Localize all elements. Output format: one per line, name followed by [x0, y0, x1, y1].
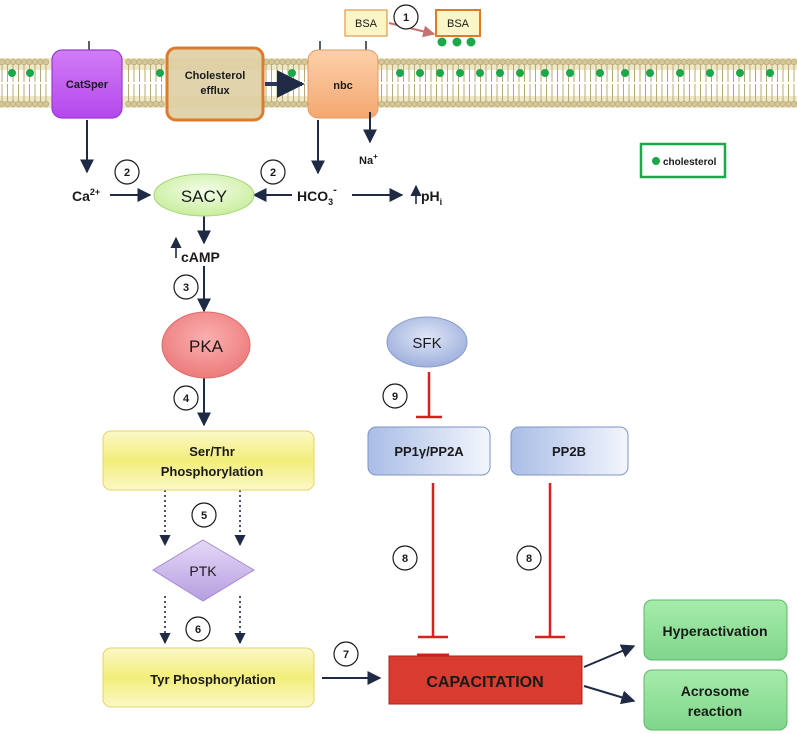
cholesterol-dot — [736, 69, 744, 77]
svg-text:9: 9 — [392, 391, 398, 403]
step-3-badge: 3 — [173, 274, 199, 300]
step-2-badge: 2 — [260, 159, 286, 185]
pka-label: PKA — [189, 337, 224, 356]
ptk-label: PTK — [189, 563, 217, 579]
step-6-badge: 6 — [185, 616, 211, 642]
cholesterol-dot — [596, 69, 604, 77]
capacitation-label: CAPACITATION — [426, 674, 543, 691]
cholesterol-dot — [496, 69, 504, 77]
bsa-left-label: BSA — [355, 18, 378, 30]
cholesterol-dot — [706, 69, 714, 77]
hyperactivation-box: Hyperactivation — [643, 599, 788, 661]
pp2b-label: PP2B — [552, 444, 586, 459]
cholesterol-dot — [436, 69, 444, 77]
svg-text:3: 3 — [183, 282, 189, 294]
pp1-label: PP1γ/PP2A — [394, 444, 464, 459]
catsper-label: CatSper — [66, 79, 109, 91]
sfk-node: SFK — [386, 316, 468, 368]
svg-text:1: 1 — [403, 12, 409, 24]
svg-text:5: 5 — [201, 510, 207, 522]
ser-thr-line2: Phosphorylation — [161, 464, 264, 479]
bsa-left-box: BSA — [344, 9, 388, 37]
step-8-badge: 8 — [392, 545, 418, 571]
tyr-label: Tyr Phosphorylation — [150, 672, 275, 687]
bsa-cholesterol-dots — [437, 37, 476, 47]
svg-text:8: 8 — [402, 553, 408, 565]
step-4-badge: 4 — [173, 385, 199, 411]
cholesterol-efflux-line1: Cholesterol — [185, 70, 246, 82]
cholesterol-dot — [621, 69, 629, 77]
ser-thr-phosphorylation-box: Ser/Thr Phosphorylation — [102, 430, 315, 491]
inhibition-lines — [416, 372, 565, 639]
sfk-label: SFK — [412, 335, 441, 352]
cholesterol-dot-icon — [652, 157, 660, 165]
step-8-badge: 8 — [516, 545, 542, 571]
sacy-node: SACY — [153, 173, 255, 217]
sacy-label: SACY — [181, 187, 227, 206]
svg-text:6: 6 — [195, 624, 201, 636]
cholesterol-dot — [646, 69, 654, 77]
nbc-transporter: nbc — [307, 49, 379, 119]
cholesterol-dot — [416, 69, 424, 77]
sodium-label: Na+ — [359, 152, 378, 167]
cholesterol-dot — [516, 69, 524, 77]
step-badges: 2 2 3 4 5 6 7 8 8 9 — [114, 159, 542, 667]
cholesterol-dot — [456, 69, 464, 77]
ph-label: pHi — [421, 188, 442, 207]
acrosome-reaction-box: Acrosome reaction — [643, 669, 788, 731]
cholesterol-dot — [156, 69, 164, 77]
cholesterol-dot — [26, 69, 34, 77]
acrosome-line2: reaction — [688, 703, 742, 719]
camp-label: cAMP — [181, 249, 220, 265]
svg-text:2: 2 — [270, 167, 276, 179]
cholesterol-dot — [766, 69, 774, 77]
step-5-badge: 5 — [191, 502, 217, 528]
cholesterol-dot — [476, 69, 484, 77]
hyperactivation-label: Hyperactivation — [662, 623, 767, 639]
pp1-pp2a-box: PP1γ/PP2A — [367, 426, 491, 476]
cholesterol-efflux-box: Cholesterol efflux — [165, 46, 265, 122]
bsa-right-box: BSA — [435, 9, 481, 37]
bicarbonate-label: HCO3- — [297, 184, 337, 207]
tyr-phosphorylation-box: Tyr Phosphorylation — [102, 647, 315, 708]
cholesterol-dot — [541, 69, 549, 77]
cholesterol-efflux-line2: efflux — [200, 85, 230, 97]
ser-thr-line1: Ser/Thr — [189, 444, 235, 459]
step-9-badge: 9 — [382, 383, 408, 409]
nbc-label: nbc — [333, 80, 353, 92]
step-7-badge: 7 — [333, 641, 359, 667]
cholesterol-dot — [676, 69, 684, 77]
cholesterol-dot — [396, 69, 404, 77]
legend-cholesterol-label: cholesterol — [663, 157, 717, 168]
svg-text:8: 8 — [526, 553, 532, 565]
legend-box: cholesterol — [639, 142, 727, 179]
pka-node: PKA — [161, 311, 251, 379]
pp2b-box: PP2B — [510, 426, 629, 476]
acrosome-line1: Acrosome — [681, 683, 750, 699]
cholesterol-dot — [288, 69, 296, 77]
svg-text:2: 2 — [124, 167, 130, 179]
step-1-badge: 1 — [393, 4, 419, 30]
step-2-badge: 2 — [114, 159, 140, 185]
cholesterol-dot — [8, 69, 16, 77]
bsa-right-label: BSA — [447, 18, 470, 30]
svg-text:4: 4 — [183, 393, 190, 405]
cholesterol-dot — [566, 69, 574, 77]
svg-text:7: 7 — [343, 649, 349, 661]
ptk-node: PTK — [152, 539, 255, 602]
catsper-channel: CatSper — [51, 49, 123, 119]
ca-ion-label: Ca2+ — [72, 187, 100, 204]
capacitation-box: CAPACITATION — [388, 655, 583, 705]
